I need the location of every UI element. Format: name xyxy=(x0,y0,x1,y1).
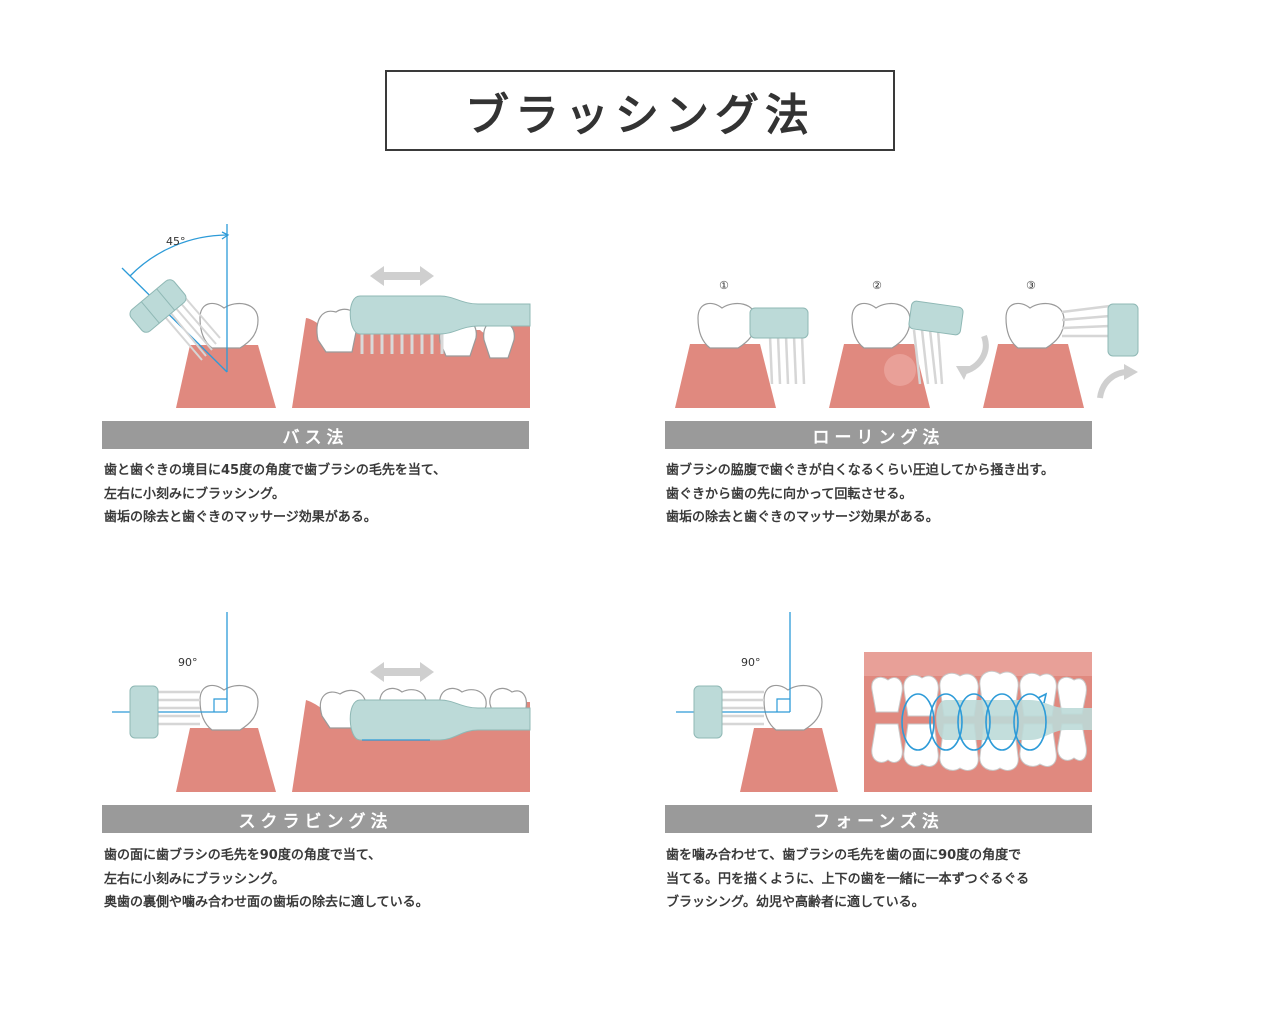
fones-label: フォーンズ法 xyxy=(665,805,1092,833)
bristles-step1 xyxy=(768,335,806,385)
rolling-step-1: ① xyxy=(719,279,729,292)
scrubbing-label: スクラビング法 xyxy=(102,805,529,833)
tooth-left-3 xyxy=(199,684,259,731)
fones-brush-head xyxy=(693,685,723,739)
rolling-label: ローリング法 xyxy=(665,421,1092,449)
bass-illustration: 45° xyxy=(121,224,531,408)
rolling-illustration: ① ② ③ xyxy=(675,279,1139,408)
scrubbing-brush-side xyxy=(349,699,531,741)
circular-motion-loops xyxy=(901,692,1048,751)
fones-description: 歯を噛み合わせて、歯ブラシの毛先を歯の面に90度の角度で 当てる。円を描くように… xyxy=(666,844,1029,915)
brush-step3 xyxy=(1107,303,1139,357)
scrubbing-brush-head xyxy=(129,685,159,739)
guide-diagonal xyxy=(121,267,228,373)
scrubbing-description: 歯の面に歯ブラシの毛先を90度の角度で当て、 左右に小刻みにブラッシング。 奥歯… xyxy=(104,844,429,915)
bass-desc-line: 左右に小刻みにブラッシング。 xyxy=(104,486,285,502)
right-angle-mark-4 xyxy=(776,698,790,712)
rolling-step-2: ② xyxy=(872,279,882,292)
bristles-step2 xyxy=(912,329,944,385)
fones-illustration: 90° xyxy=(676,612,1092,792)
rolling-desc-line: 歯ぐきから歯の先に向かって回転させる。 xyxy=(666,486,913,502)
fones-angle-label: 90° xyxy=(741,656,761,669)
gum-left-4 xyxy=(740,728,838,792)
fones-desc-line: 当てる。円を描くように、上下の歯を一緒に一本ずつぐるぐる xyxy=(666,871,1030,887)
scrubbing-move-arrow xyxy=(370,662,434,682)
bristles-step3 xyxy=(1061,304,1111,338)
scrubbing-desc-line: 歯の面に歯ブラシの毛先を90度の角度で当て、 xyxy=(104,848,382,863)
rolling-desc-line: 歯垢の除去と歯ぐきのマッサージ効果がある。 xyxy=(666,510,939,525)
fones-bristles xyxy=(720,690,764,726)
angle-arc xyxy=(129,234,228,277)
gum-left-3 xyxy=(176,728,276,792)
gum-step3 xyxy=(983,344,1084,408)
gum-pressure-highlight xyxy=(884,354,916,386)
scrubbing-illustration: 90° xyxy=(112,612,531,792)
bass-bristles xyxy=(165,293,221,361)
bass-brush-head xyxy=(129,279,187,333)
rotate-arrow-step2-tip xyxy=(956,366,970,380)
fones-desc-line: 歯を噛み合わせて、歯ブラシの毛先を歯の面に90度の角度で xyxy=(666,848,1022,863)
rolling-desc-line: 歯ブラシの脇腹で歯ぐきが白くなるくらい圧迫してから掻き出す。 xyxy=(666,463,1055,478)
page-title-box: ブラッシング法 xyxy=(385,70,895,151)
bass-move-arrow xyxy=(370,266,434,286)
fones-desc-line: ブラッシング。幼児や高齢者に適している。 xyxy=(666,895,925,910)
rolling-description: 歯ブラシの脇腹で歯ぐきが白くなるくらい圧迫してから掻き出す。 歯ぐきから歯の先に… xyxy=(666,459,1054,530)
bass-description: 歯と歯ぐきの境目に45度の角度で歯ブラシの毛先を当て、 左右に小刻みにブラッシン… xyxy=(104,459,446,530)
bass-angle-label: 45° xyxy=(166,235,186,248)
rolling-step-3: ③ xyxy=(1026,279,1036,292)
bass-desc-line: 歯垢の除去と歯ぐきのマッサージ効果がある。 xyxy=(104,510,377,525)
bass-desc-line: 歯と歯ぐきの境目に45度の角度で歯ブラシの毛先を当て、 xyxy=(104,463,447,478)
page-title: ブラッシング法 xyxy=(465,89,815,141)
rotate-arrow-step3-tip xyxy=(1124,364,1138,380)
scrubbing-bristles xyxy=(156,690,200,726)
brush-step1 xyxy=(749,307,809,339)
scrubbing-desc-line: 左右に小刻みにブラッシング。 xyxy=(104,871,285,887)
scrubbing-angle-label: 90° xyxy=(178,656,198,669)
tooth-left-4 xyxy=(763,684,823,731)
angle-arc-tip xyxy=(221,231,230,240)
scrubbing-desc-line: 奥歯の裏側や噛み合わせ面の歯垢の除去に適している。 xyxy=(104,895,429,910)
bass-label: バス法 xyxy=(102,421,529,449)
mouth-upper-gum xyxy=(864,652,1092,676)
teeth-row xyxy=(316,308,515,359)
bass-brush-side xyxy=(349,295,531,335)
gum-step1 xyxy=(675,344,776,408)
brush-step2 xyxy=(908,300,964,336)
gum-left xyxy=(176,345,276,408)
right-angle-mark-3 xyxy=(213,698,227,712)
